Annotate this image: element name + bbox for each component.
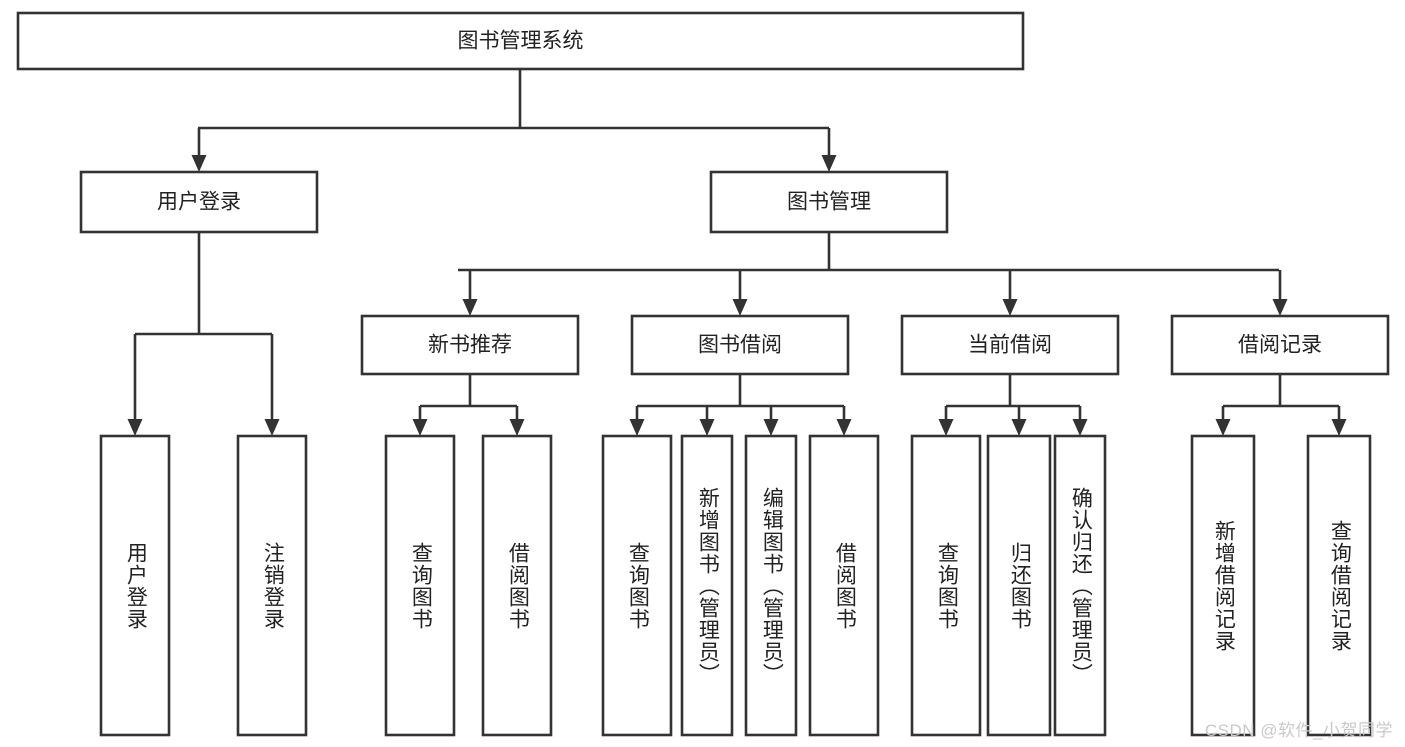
- arrow-head-leaf-return-book: [1011, 419, 1027, 436]
- connector-links-layer: [127, 69, 1347, 436]
- node-box-leaf-query-borrow-record[interactable]: [1306, 434, 1372, 737]
- node-box-leaf-query-book-current[interactable]: [910, 434, 982, 737]
- arrow-head-leaf-query-book-borrow: [629, 419, 645, 436]
- arrow-head-leaf-user-login: [127, 419, 143, 436]
- node-boxes-layer: [16, 11, 1390, 737]
- node-box-leaf-user-login[interactable]: [99, 434, 171, 737]
- node-label-current-borrow: 当前借阅: [968, 334, 1052, 357]
- arrow-head-leaf-borrow-book: [836, 419, 852, 436]
- node-box-leaf-query-book-rec[interactable]: [384, 434, 456, 737]
- node-box-user-login[interactable]: [79, 170, 319, 234]
- node-label-book-borrow: 图书借阅: [698, 334, 782, 357]
- arrow-head-leaf-edit-book: [763, 419, 779, 436]
- node-box-leaf-return-book[interactable]: [986, 434, 1052, 737]
- node-box-new-book-recommend[interactable]: [360, 314, 580, 376]
- arrow-head-leaf-query-borrow-record: [1331, 419, 1347, 436]
- arrow-head-current-borrow: [1002, 299, 1018, 316]
- node-box-leaf-user-logout[interactable]: [236, 434, 308, 737]
- node-box-book-borrow[interactable]: [630, 314, 850, 376]
- arrow-head-book-management: [821, 155, 837, 172]
- arrow-head-book-borrow: [732, 299, 748, 316]
- node-label-borrow-record: 借阅记录: [1238, 334, 1322, 357]
- node-box-leaf-edit-book[interactable]: [744, 434, 798, 737]
- node-label-root: 图书管理系统: [458, 30, 584, 53]
- arrow-head-leaf-add-book: [699, 419, 715, 436]
- node-box-book-management[interactable]: [709, 170, 949, 234]
- node-box-leaf-confirm-return[interactable]: [1053, 434, 1107, 737]
- arrow-head-user-login: [191, 155, 207, 172]
- node-box-leaf-query-book-borrow[interactable]: [601, 434, 673, 737]
- arrow-head-borrow-record: [1272, 299, 1288, 316]
- arrow-head-new-book-recommend: [462, 299, 478, 316]
- node-box-current-borrow[interactable]: [900, 314, 1120, 376]
- node-box-leaf-borrow-book[interactable]: [808, 434, 880, 737]
- node-label-new-book-recommend: 新书推荐: [428, 334, 512, 357]
- arrow-head-leaf-query-book-rec: [412, 419, 428, 436]
- node-box-root[interactable]: [16, 11, 1025, 71]
- node-box-leaf-borrow-book-rec[interactable]: [481, 434, 553, 737]
- node-box-leaf-add-book[interactable]: [680, 434, 734, 737]
- arrow-head-leaf-user-logout: [264, 419, 280, 436]
- arrow-head-leaf-confirm-return: [1072, 419, 1088, 436]
- arrow-head-leaf-borrow-book-rec: [509, 419, 525, 436]
- node-box-borrow-record[interactable]: [1170, 314, 1390, 376]
- node-label-book-management: 图书管理: [787, 191, 871, 214]
- arrow-head-leaf-add-borrow-record: [1215, 419, 1231, 436]
- arrow-head-leaf-query-book-current: [938, 419, 954, 436]
- node-box-leaf-add-borrow-record[interactable]: [1190, 434, 1256, 737]
- node-label-user-login: 用户登录: [157, 191, 241, 214]
- watermark-text: CSDN @软件_小贺同学: [1204, 721, 1393, 740]
